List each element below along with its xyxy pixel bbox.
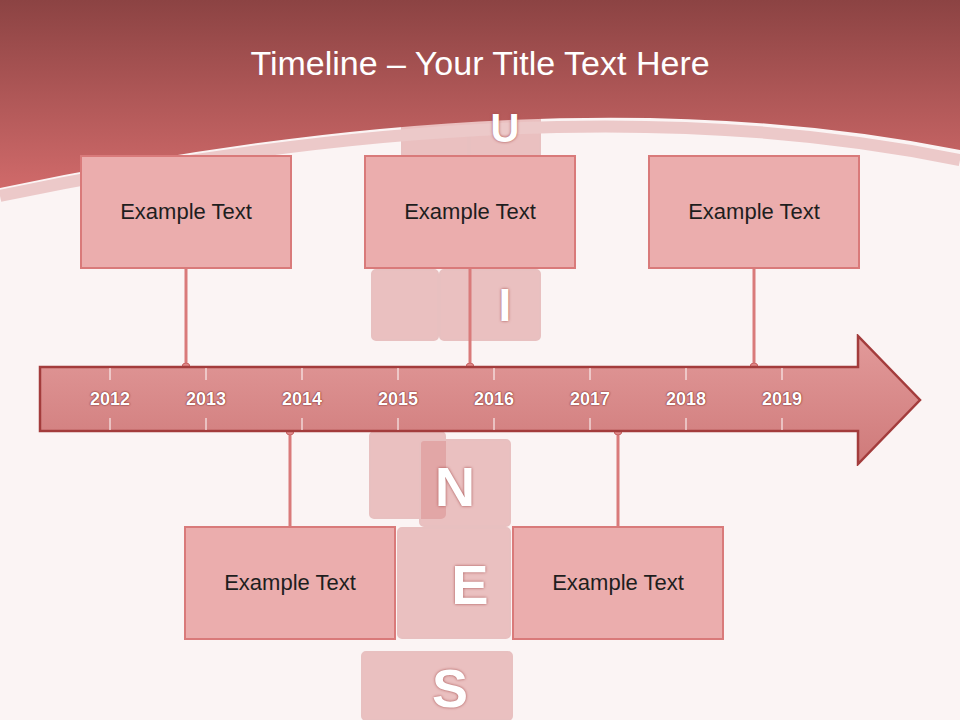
event-text: Example Text [394, 193, 546, 231]
event-box: Example Text [648, 155, 860, 269]
year-label: 2017 [560, 389, 620, 410]
cube-letter: N [415, 459, 495, 515]
cube-letter: S [410, 661, 490, 715]
stem-connector [617, 431, 620, 526]
event-text: Example Text [678, 193, 830, 231]
year-label: 2015 [368, 389, 428, 410]
year-label: 2014 [272, 389, 332, 410]
year-label: 2019 [752, 389, 812, 410]
stem-connector [185, 269, 188, 367]
stem-connector [753, 269, 756, 367]
cube-letter: U [465, 108, 545, 148]
timeline-arrow: 2012 2013 2014 2015 2016 2017 2018 2019 [38, 334, 924, 466]
stem-connector [469, 269, 472, 367]
year-label: 2016 [464, 389, 524, 410]
event-box: Example Text [512, 526, 724, 640]
event-text: Example Text [542, 564, 694, 602]
stem-connector [289, 431, 292, 526]
year-label: 2018 [656, 389, 716, 410]
event-box: Example Text [364, 155, 576, 269]
event-box: Example Text [80, 155, 292, 269]
event-text: Example Text [110, 193, 262, 231]
cube-letter: I [465, 282, 545, 328]
event-box: Example Text [184, 526, 396, 640]
year-label: 2012 [80, 389, 140, 410]
event-text: Example Text [214, 564, 366, 602]
cube-letter: E [430, 557, 510, 613]
slide-title: Timeline – Your Title Text Here [0, 44, 960, 83]
year-label: 2013 [176, 389, 236, 410]
